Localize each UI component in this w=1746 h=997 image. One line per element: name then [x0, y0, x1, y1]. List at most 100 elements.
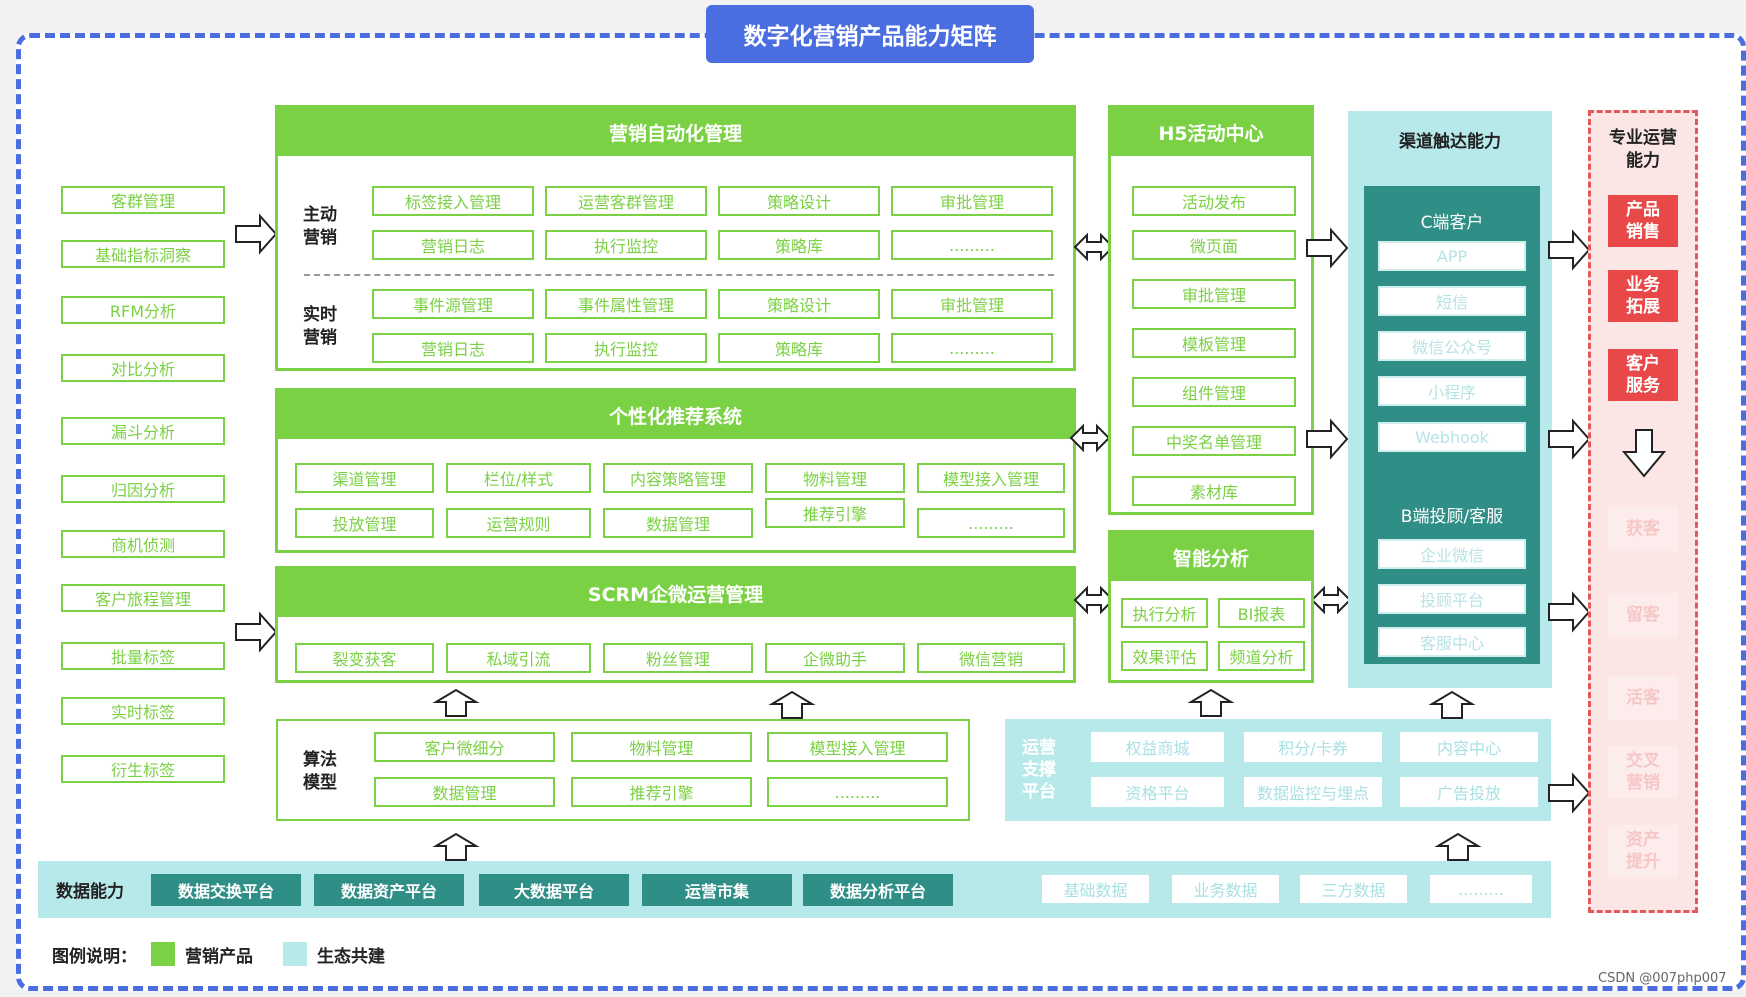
active-marketing-label: 主动 营销	[303, 205, 337, 248]
c-channel-item[interactable]: APP	[1378, 241, 1526, 271]
algorithm-item[interactable]: 模型接入管理	[767, 732, 948, 762]
pro-ops-bottom-item[interactable]: 留客	[1608, 593, 1678, 637]
scrm-item[interactable]: 裂变获客	[295, 643, 434, 673]
recommend-item[interactable]: 投放管理	[295, 508, 434, 538]
recommend-item[interactable]: 内容策略管理	[603, 463, 753, 493]
left-item[interactable]: 对比分析	[61, 354, 225, 382]
data-source[interactable]: 三方数据	[1300, 875, 1407, 903]
pro-ops-top-item[interactable]: 业务 拓展	[1608, 270, 1678, 322]
h5-item[interactable]: 中奖名单管理	[1132, 426, 1296, 456]
recommend-item[interactable]: .........	[917, 508, 1065, 538]
smart-item[interactable]: BI报表	[1218, 598, 1305, 628]
realtime-item[interactable]: 营销日志	[372, 333, 534, 363]
h5-item[interactable]: 素材库	[1132, 476, 1296, 506]
realtime-item[interactable]: 执行监控	[545, 333, 707, 363]
left-item[interactable]: 归因分析	[61, 475, 225, 503]
c-channel-item[interactable]: 短信	[1378, 286, 1526, 316]
marketing-automation-title: 营销自动化管理	[278, 108, 1073, 156]
active-item[interactable]: 策略设计	[718, 186, 880, 216]
smart-panel: 智能分析 执行分析 BI报表 效果评估 频道分析	[1108, 530, 1314, 683]
algorithm-item[interactable]: .........	[767, 777, 948, 807]
active-item[interactable]: 标签接入管理	[372, 186, 534, 216]
recommend-item[interactable]: 模型接入管理	[917, 463, 1065, 493]
recommend-item[interactable]: 物料管理	[765, 463, 905, 493]
b-channel-item[interactable]: 投顾平台	[1378, 584, 1526, 614]
algorithm-item[interactable]: 推荐引擎	[571, 777, 752, 807]
scrm-item[interactable]: 微信营销	[917, 643, 1065, 673]
ops-item[interactable]: 内容中心	[1400, 732, 1538, 762]
ops-item[interactable]: 广告投放	[1400, 777, 1538, 807]
left-item[interactable]: 实时标签	[61, 697, 225, 725]
active-item[interactable]: 执行监控	[545, 230, 707, 260]
h5-item[interactable]: 模板管理	[1132, 328, 1296, 358]
left-item[interactable]: 商机侦测	[61, 530, 225, 558]
pro-ops-top-item[interactable]: 客户 服务	[1608, 349, 1678, 401]
data-source[interactable]: 基础数据	[1042, 875, 1149, 903]
realtime-item[interactable]: 事件源管理	[372, 289, 534, 319]
h5-item[interactable]: 审批管理	[1132, 279, 1296, 309]
pro-ops-bottom-item[interactable]: 交叉 营销	[1608, 746, 1678, 798]
active-item[interactable]: .........	[891, 230, 1053, 260]
h5-panel: H5活动中心 活动发布 微页面 审批管理 模板管理 组件管理 中奖名单管理 素材…	[1108, 105, 1314, 515]
data-platform[interactable]: 大数据平台	[479, 874, 629, 906]
recommend-item[interactable]: 运营规则	[446, 508, 591, 538]
arrow-right-icon	[1548, 772, 1591, 814]
algorithm-item[interactable]: 数据管理	[374, 777, 555, 807]
data-platform[interactable]: 运营市集	[642, 874, 792, 906]
smart-title: 智能分析	[1111, 533, 1311, 581]
recommend-item[interactable]: 栏位/样式	[446, 463, 591, 493]
recommend-item[interactable]: 数据管理	[603, 508, 753, 538]
recommend-item[interactable]: 渠道管理	[295, 463, 434, 493]
scrm-item[interactable]: 私域引流	[446, 643, 591, 673]
active-item[interactable]: 运营客群管理	[545, 186, 707, 216]
scrm-item[interactable]: 粉丝管理	[603, 643, 753, 673]
b-channel-item[interactable]: 客服中心	[1378, 627, 1526, 657]
recommend-item[interactable]: 推荐引擎	[765, 498, 905, 528]
realtime-item[interactable]: .........	[891, 333, 1053, 363]
realtime-item[interactable]: 审批管理	[891, 289, 1053, 319]
left-item[interactable]: 客户旅程管理	[61, 584, 225, 612]
c-channel-item[interactable]: 小程序	[1378, 376, 1526, 406]
realtime-item[interactable]: 策略库	[718, 333, 880, 363]
left-item[interactable]: RFM分析	[61, 296, 225, 324]
arrow-up-icon	[1434, 832, 1482, 861]
h5-item[interactable]: 组件管理	[1132, 377, 1296, 407]
smart-item[interactable]: 执行分析	[1121, 598, 1208, 628]
pro-ops-bottom-item[interactable]: 获客	[1608, 507, 1678, 551]
left-item[interactable]: 客群管理	[61, 186, 225, 214]
double-arrow-icon	[1069, 423, 1111, 453]
realtime-item[interactable]: 策略设计	[718, 289, 880, 319]
active-item[interactable]: 策略库	[718, 230, 880, 260]
left-item[interactable]: 批量标签	[61, 642, 225, 670]
b-channel-item[interactable]: 企业微信	[1378, 539, 1526, 569]
smart-item[interactable]: 频道分析	[1218, 641, 1305, 671]
recommend-panel: 个性化推荐系统 渠道管理 栏位/样式 内容策略管理 物料管理 模型接入管理 投放…	[275, 388, 1076, 553]
data-platform[interactable]: 数据资产平台	[314, 874, 464, 906]
c-channel-item[interactable]: Webhook	[1378, 422, 1526, 452]
h5-item[interactable]: 微页面	[1132, 230, 1296, 260]
pro-ops-bottom-item[interactable]: 资产 提升	[1608, 825, 1678, 877]
left-item[interactable]: 基础指标洞察	[61, 240, 225, 268]
c-channel-item[interactable]: 微信公众号	[1378, 331, 1526, 361]
algorithm-item[interactable]: 物料管理	[571, 732, 752, 762]
ops-item[interactable]: 数据监控与埋点	[1244, 777, 1382, 807]
data-platform[interactable]: 数据交换平台	[151, 874, 301, 906]
active-item[interactable]: 审批管理	[891, 186, 1053, 216]
ops-item[interactable]: 积分/卡券	[1244, 732, 1382, 762]
pro-ops-bottom-item[interactable]: 活客	[1608, 676, 1678, 720]
data-platform[interactable]: 数据分析平台	[803, 874, 953, 906]
left-item[interactable]: 衍生标签	[61, 755, 225, 783]
data-source[interactable]: .........	[1430, 875, 1532, 903]
algorithm-item[interactable]: 客户微细分	[374, 732, 555, 762]
data-source[interactable]: 业务数据	[1172, 875, 1279, 903]
smart-item[interactable]: 效果评估	[1121, 641, 1208, 671]
h5-item[interactable]: 活动发布	[1132, 186, 1296, 216]
active-item[interactable]: 营销日志	[372, 230, 534, 260]
scrm-item[interactable]: 企微助手	[765, 643, 905, 673]
ops-item[interactable]: 资格平台	[1091, 777, 1224, 807]
realtime-item[interactable]: 事件属性管理	[545, 289, 707, 319]
pro-ops-top-item[interactable]: 产品 销售	[1608, 195, 1678, 247]
left-item[interactable]: 漏斗分析	[61, 417, 225, 445]
ops-item[interactable]: 权益商城	[1091, 732, 1224, 762]
legend-item-label: 营销产品	[185, 946, 253, 967]
